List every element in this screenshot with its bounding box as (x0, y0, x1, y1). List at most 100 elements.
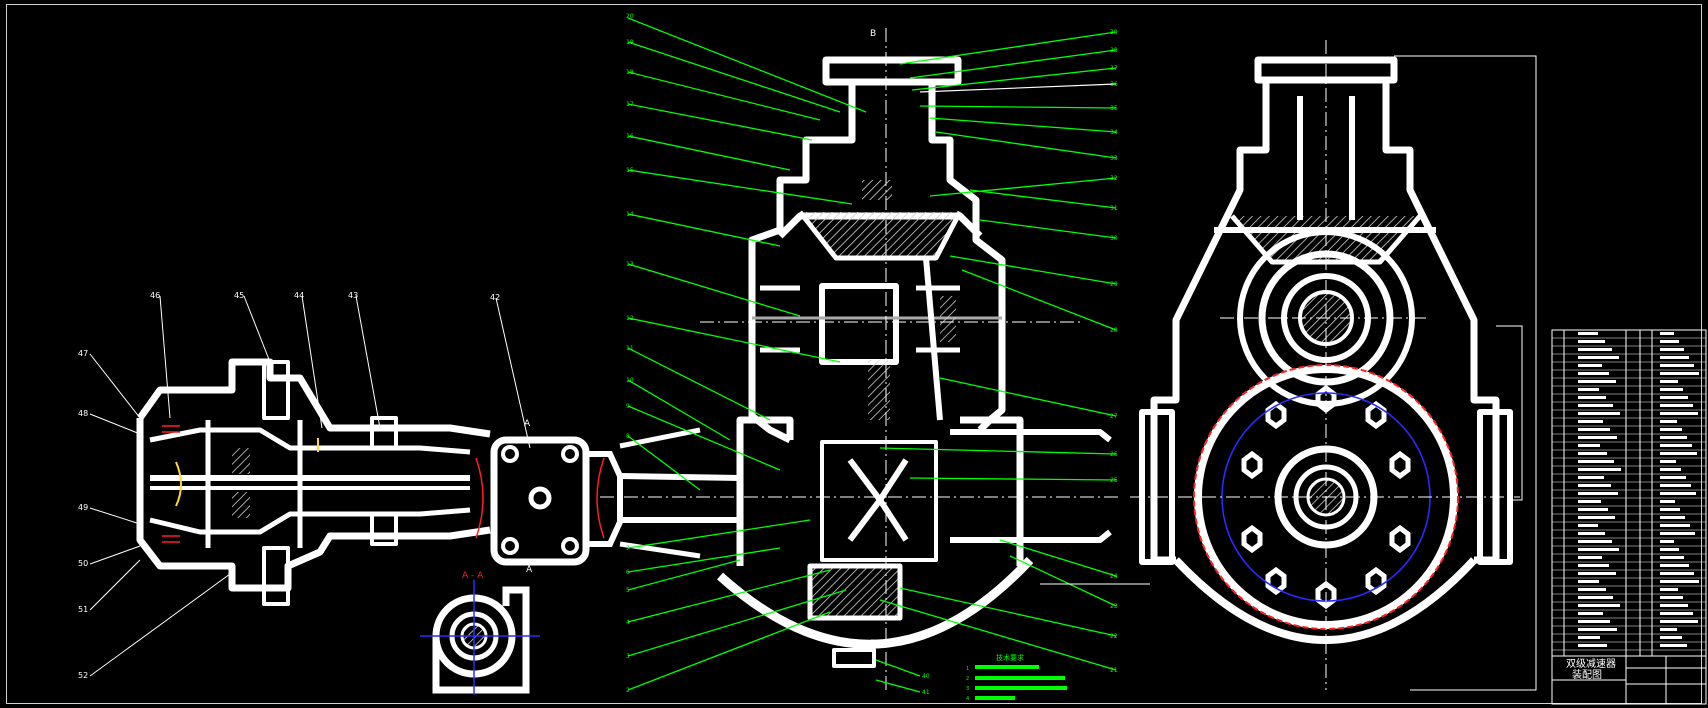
callout-46: 46 (150, 291, 160, 300)
parts-row-text (1578, 620, 1610, 623)
parts-row-material (1660, 348, 1684, 351)
section-marker-a-top: A (524, 419, 531, 429)
parts-row-material (1660, 612, 1693, 615)
callout-16: 16 (626, 133, 634, 140)
section-marker-a-bottom: A (526, 565, 533, 575)
parts-row-text (1578, 572, 1616, 575)
parts-row-text (1578, 492, 1618, 495)
parts-row-material (1660, 580, 1699, 583)
parts-row-material (1660, 404, 1693, 407)
callout-24: 24 (1110, 573, 1118, 580)
middle-left-leaders (627, 17, 867, 691)
parts-row-text (1578, 540, 1612, 543)
reducer-centerlines (600, 28, 1120, 690)
callout-28: 28 (1110, 327, 1118, 334)
note-number-1: 1 (966, 666, 969, 672)
parts-row-text (1578, 340, 1605, 343)
parts-row-text (1578, 428, 1610, 431)
parts-row-material (1660, 516, 1685, 519)
parts-row-text (1578, 372, 1609, 375)
parts-row-text (1578, 508, 1608, 511)
parts-row-text (1578, 564, 1609, 567)
parts-row-material (1660, 540, 1674, 543)
parts-row-material (1660, 524, 1690, 527)
section-aa-title: A - A (462, 571, 484, 581)
callout-42: 42 (490, 293, 500, 302)
reducer-section-view (619, 56, 1112, 668)
parts-row-material (1660, 628, 1677, 631)
section-marker-b-bottom: B (870, 639, 876, 649)
parts-row-material (1660, 508, 1680, 511)
end-view-dimensions (1040, 55, 1537, 691)
callout-17: 17 (626, 101, 634, 108)
parts-row-text (1578, 396, 1606, 399)
note-number-3: 3 (966, 686, 969, 692)
callout-3: 3 (626, 653, 630, 660)
parts-row-text (1578, 452, 1607, 455)
parts-row-material (1660, 388, 1683, 391)
callout-21: 21 (1110, 667, 1118, 674)
callout-6: 6 (626, 569, 630, 576)
callout-10: 10 (626, 377, 634, 384)
parts-row-text (1578, 364, 1602, 367)
note-line-1 (975, 665, 1039, 669)
parts-row-material (1660, 476, 1686, 479)
callout-45: 45 (234, 291, 244, 300)
callout-26: 26 (1110, 451, 1118, 458)
parts-row-text (1578, 444, 1600, 447)
callout-41: 41 (922, 689, 930, 696)
parts-row-material (1660, 468, 1681, 471)
parts-row-text (1578, 476, 1604, 479)
parts-row-material (1660, 492, 1696, 495)
parts-row-material (1660, 572, 1694, 575)
parts-row-text (1578, 588, 1606, 591)
parts-row-material (1660, 484, 1691, 487)
parts-row-text (1578, 612, 1603, 615)
callout-52: 52 (78, 671, 88, 680)
parts-list-rows (1552, 332, 1706, 651)
callout-22: 22 (1110, 633, 1118, 640)
parts-row-material (1660, 564, 1689, 567)
parts-row-text (1578, 556, 1602, 559)
parts-row-text (1578, 580, 1599, 583)
parts-row-text (1578, 420, 1603, 423)
callout-2: 2 (626, 687, 630, 694)
callout-5: 5 (626, 587, 630, 594)
callout-31: 31 (1110, 205, 1118, 212)
callout-35: 35 (1110, 105, 1118, 112)
section-markers: A A B B (524, 29, 876, 649)
callout-34: 34 (1110, 129, 1118, 136)
callout-9: 9 (626, 403, 630, 410)
parts-row-text (1578, 516, 1615, 519)
left-shaft-view (136, 358, 491, 606)
callout-8: 8 (626, 433, 630, 440)
note-line-3 (975, 686, 1067, 690)
parts-row-material (1660, 556, 1684, 559)
parts-row-material (1660, 412, 1698, 415)
callout-39: 39 (1110, 29, 1118, 36)
parts-row-text (1578, 524, 1598, 527)
parts-row-material (1660, 596, 1683, 599)
callout-4: 4 (626, 619, 630, 626)
parts-row-text (1578, 532, 1605, 535)
drawing-title-line-1: 双级减速器 (1566, 658, 1616, 670)
parts-row-material (1660, 340, 1679, 343)
parts-row-material (1660, 532, 1695, 535)
parts-row-text (1578, 332, 1598, 335)
callout-38: 38 (1110, 47, 1118, 54)
callout-29: 29 (1110, 281, 1118, 288)
parts-row-material (1660, 500, 1675, 503)
parts-row-material (1660, 644, 1687, 647)
parts-row-material (1660, 396, 1688, 399)
parts-row-material (1660, 428, 1682, 431)
flange-coupling (490, 436, 623, 566)
parts-row-text (1578, 628, 1617, 631)
left-seal-marks (162, 425, 605, 543)
callout-18: 18 (626, 69, 634, 76)
bottom-leaders (875, 659, 921, 693)
middle-right-callout-labels: 39 38 37 36 35 34 33 32 31 30 29 28 27 2… (1110, 29, 1118, 674)
parts-row-text (1578, 380, 1616, 383)
left-callout-labels: 46 45 44 43 42 47 48 49 50 51 52 (78, 291, 500, 680)
note-number-2: 2 (966, 676, 969, 682)
